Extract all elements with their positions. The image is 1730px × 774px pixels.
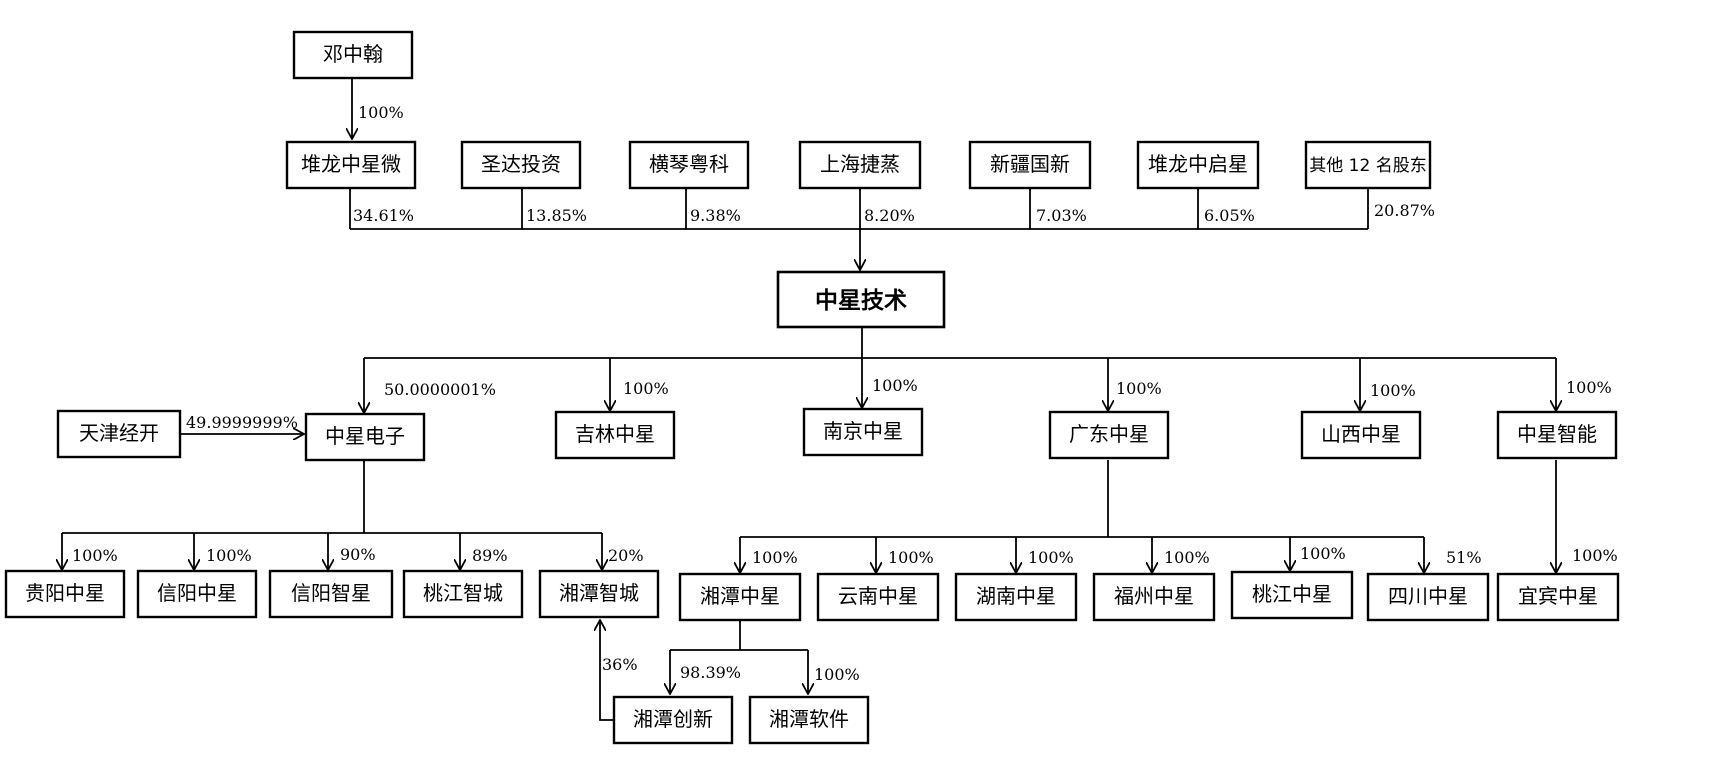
- pct-xinjiang: 7.03%: [1036, 206, 1087, 225]
- label-xiangtan-zc: 湘潭智城: [559, 581, 639, 605]
- pct-sichuan: 51%: [1446, 548, 1482, 567]
- pct-xiangtan-rj: 100%: [814, 665, 860, 684]
- label-shanxi: 山西中星: [1321, 422, 1401, 446]
- label-jilin: 吉林中星: [575, 422, 655, 446]
- pct-xinyang-zhx: 90%: [340, 545, 376, 564]
- pct-hengqin: 9.38%: [690, 206, 741, 225]
- pct-deng-to-duilong: 100%: [358, 103, 404, 122]
- label-zx-zhineng: 中星智能: [1517, 422, 1597, 446]
- pct-yibin: 100%: [1572, 546, 1618, 565]
- pct-yunnan: 100%: [888, 548, 934, 567]
- pct-others: 20.87%: [1374, 201, 1435, 220]
- box-zx-dianzi: 中星电子: [304, 412, 426, 462]
- box-shanghai-jz: 上海捷蒸: [798, 140, 922, 190]
- box-root: 中星技术: [776, 270, 946, 329]
- box-sichuan: 四川中星: [1366, 572, 1490, 622]
- box-yibin: 宜宾中星: [1496, 572, 1620, 622]
- label-duilong-zxw: 堆龙中星微: [301, 152, 401, 176]
- pct-nanjing: 100%: [872, 376, 918, 395]
- label-fuzhou: 福州中星: [1114, 584, 1194, 608]
- label-taojiang-zc: 桃江智城: [423, 581, 503, 605]
- box-xiangtan-zx: 湘潭中星: [678, 572, 802, 622]
- pct-shanghai-jz: 8.20%: [864, 206, 915, 225]
- pct-shanxi: 100%: [1370, 381, 1416, 400]
- box-xiangtan-rj: 湘潭软件: [748, 695, 870, 745]
- label-yibin: 宜宾中星: [1518, 584, 1598, 608]
- box-shanxi: 山西中星: [1300, 410, 1422, 460]
- box-tianjin: 天津经开: [56, 409, 182, 459]
- label-deng-zhonghan: 邓中翰: [323, 42, 383, 66]
- box-xinyang-zhx: 信阳智星: [268, 569, 394, 619]
- label-zx-dianzi: 中星电子: [325, 424, 405, 448]
- pct-guiyang: 100%: [72, 546, 118, 565]
- box-duilong-zxw: 堆龙中星微: [285, 140, 417, 190]
- label-guangdong: 广东中星: [1069, 422, 1149, 446]
- pct-xiangtan-zx: 100%: [752, 548, 798, 567]
- label-xiangtan-cx: 湘潭创新: [633, 707, 713, 731]
- label-shanghai-jz: 上海捷蒸: [820, 152, 900, 176]
- box-xiangtan-zc: 湘潭智城: [538, 569, 660, 619]
- label-xinyang-zx: 信阳中星: [157, 581, 237, 605]
- pct-jilin: 100%: [623, 379, 669, 398]
- box-zx-zhineng: 中星智能: [1496, 410, 1618, 460]
- label-xiangtan-zx: 湘潭中星: [700, 584, 780, 608]
- label-xinjiang: 新疆国新: [990, 152, 1070, 176]
- box-duilong-zqx: 堆龙中启星: [1136, 140, 1260, 190]
- pct-tianjin: 49.9999999%: [186, 413, 298, 432]
- label-taojiang-zx: 桃江中星: [1252, 582, 1332, 606]
- pct-fuzhou: 100%: [1164, 548, 1210, 567]
- label-guiyang: 贵阳中星: [25, 581, 105, 605]
- pct-hunan: 100%: [1028, 548, 1074, 567]
- box-hengqin: 横琴粤科: [628, 140, 750, 190]
- box-taojiang-zc: 桃江智城: [402, 569, 524, 619]
- pct-duilong-zqx: 6.05%: [1204, 206, 1255, 225]
- box-taojiang-zx: 桃江中星: [1230, 570, 1354, 620]
- label-tianjin: 天津经开: [79, 421, 159, 445]
- label-nanjing: 南京中星: [823, 419, 903, 443]
- box-others: 其他 12 名股东: [1304, 140, 1432, 190]
- pct-taojiang-zc: 89%: [472, 546, 508, 565]
- pct-xinyang-zx: 100%: [206, 546, 252, 565]
- box-hunan: 湖南中星: [954, 572, 1078, 622]
- box-xinjiang: 新疆国新: [968, 140, 1092, 190]
- pct-xiangtan-zc: 20%: [608, 546, 644, 565]
- box-xiangtan-cx: 湘潭创新: [612, 695, 734, 745]
- pct-taojiang-zx: 100%: [1300, 544, 1346, 563]
- box-deng-zhonghan: 邓中翰: [292, 30, 414, 80]
- label-others: 其他 12 名股东: [1309, 156, 1426, 176]
- label-xinyang-zhx: 信阳智星: [291, 581, 371, 605]
- label-root: 中星技术: [815, 288, 907, 314]
- box-jilin: 吉林中星: [554, 410, 676, 460]
- pct-duilong-zxw: 34.61%: [353, 206, 414, 225]
- pct-shengda: 13.85%: [526, 206, 587, 225]
- pct-xiangtan-cx: 98.39%: [680, 663, 741, 682]
- label-yunnan: 云南中星: [838, 584, 918, 608]
- entity-boxes: 邓中翰 堆龙中星微 圣达投资 横琴粤科 上海捷蒸 新疆国新 堆龙中启星 其他: [4, 30, 1620, 745]
- box-guiyang: 贵阳中星: [4, 569, 126, 619]
- pct-zx-dianzi: 50.0000001%: [384, 380, 496, 399]
- box-fuzhou: 福州中星: [1092, 572, 1216, 622]
- box-xinyang-zx: 信阳中星: [136, 569, 258, 619]
- box-guangdong: 广东中星: [1048, 410, 1170, 460]
- percentage-labels: 100% 34.61% 13.85% 9.38% 8.20% 7.03% 6.0…: [72, 103, 1618, 684]
- pct-zx-zhineng: 100%: [1566, 378, 1612, 397]
- label-xiangtan-rj: 湘潭软件: [769, 707, 849, 731]
- pct-guangdong: 100%: [1116, 379, 1162, 398]
- label-duilong-zqx: 堆龙中启星: [1148, 152, 1248, 176]
- box-yunnan: 云南中星: [816, 572, 940, 622]
- label-sichuan: 四川中星: [1388, 584, 1468, 608]
- box-shengda: 圣达投资: [460, 140, 582, 190]
- pct-xiangtan-cx-to-zc: 36%: [602, 655, 638, 674]
- box-nanjing: 南京中星: [802, 407, 924, 457]
- label-hunan: 湖南中星: [976, 584, 1056, 608]
- connectors: [62, 78, 1556, 721]
- edge-xiangtan-cx-to-zc: [600, 620, 614, 721]
- label-hengqin: 横琴粤科: [649, 152, 729, 176]
- label-shengda: 圣达投资: [481, 152, 561, 176]
